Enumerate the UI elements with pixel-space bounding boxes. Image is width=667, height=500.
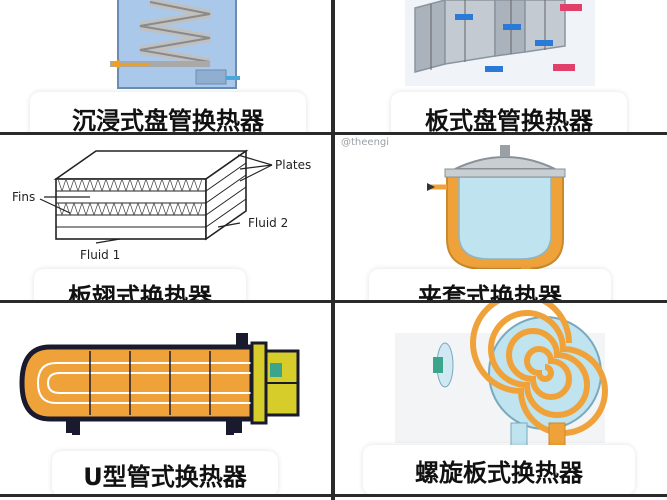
label-fluid-2: Fluid 2: [248, 216, 288, 230]
watermark: @theengi: [341, 137, 389, 148]
panel-title-jacketed: 夹套式换热器: [369, 269, 611, 300]
horizontal-divider-bottom: [0, 494, 667, 497]
label-plates: Plates: [275, 158, 311, 172]
label-fins: Fins: [12, 190, 35, 204]
horizontal-divider-middle: [0, 300, 667, 303]
label-fluid-1: Fluid 1: [80, 248, 120, 262]
panel-jacketed: @theengi 夹套式换热器: [335, 135, 667, 300]
panel-u-tube: U型管式换热器: [0, 303, 331, 494]
panel-title-spiral-plate: 螺旋板式换热器: [363, 445, 635, 494]
panel-plate-fin: Plates Fins Fluid 1 Fluid 2 板翅式换热器: [0, 135, 331, 300]
vertical-divider: [331, 0, 335, 500]
panel-title-immersion-coil: 沉浸式盘管换热器: [30, 92, 306, 132]
panel-spiral-plate: 螺旋板式换热器: [335, 303, 667, 494]
panel-title-plate-fin: 板翅式换热器: [34, 269, 246, 300]
panel-title-u-tube: U型管式换热器: [52, 451, 278, 494]
plate-coil-illustration: [335, 0, 667, 132]
panel-immersion-coil: 沉浸式盘管换热器: [0, 0, 331, 132]
panel-title-plate-coil: 板式盘管换热器: [391, 92, 627, 132]
horizontal-divider-top: [0, 132, 667, 135]
panel-plate-coil: 板式盘管换热器: [335, 0, 667, 132]
